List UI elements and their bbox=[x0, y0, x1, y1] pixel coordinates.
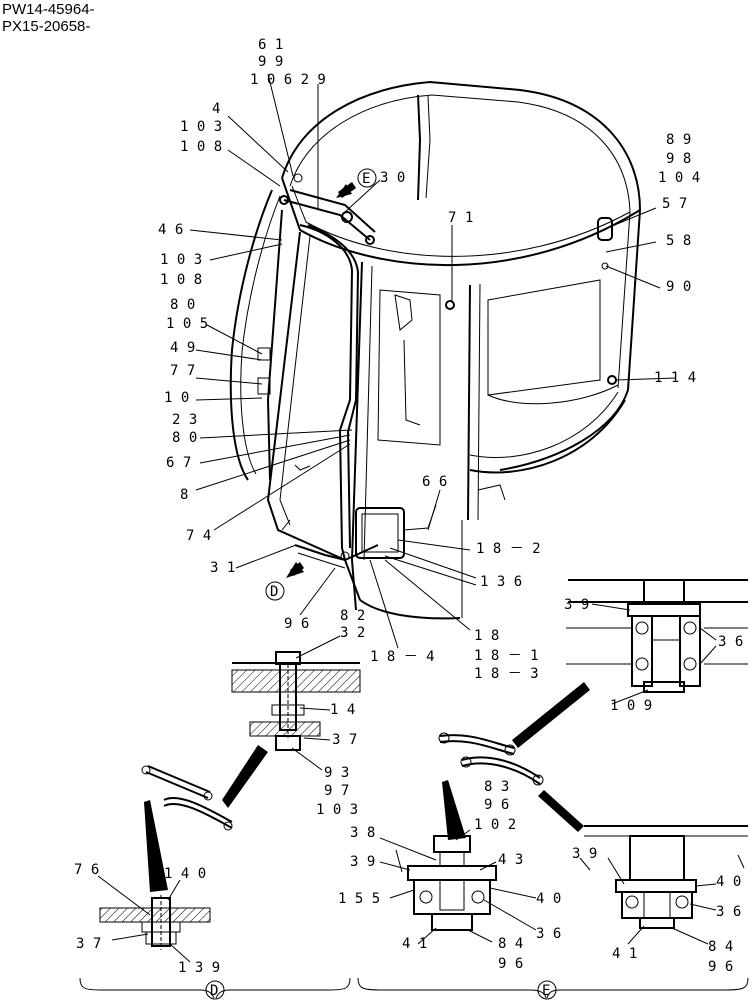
pointer-e3 bbox=[442, 780, 466, 840]
pointer-e1 bbox=[512, 682, 590, 748]
label-108-b: 1 0 8 bbox=[160, 272, 202, 288]
wiring-harness bbox=[257, 173, 617, 569]
label-4: 4 bbox=[212, 101, 220, 117]
detail-d-bushing bbox=[97, 875, 211, 963]
label-102: 1 0 2 bbox=[474, 817, 516, 833]
label-74: 7 4 bbox=[186, 528, 211, 544]
label-18-3: 1 8 － 3 bbox=[474, 666, 539, 682]
detail-e-arms bbox=[438, 732, 544, 786]
label-108: 1 0 8 bbox=[180, 139, 222, 155]
serial-range-2: PX15-20658- bbox=[2, 18, 91, 35]
label-155: 1 5 5 bbox=[338, 891, 380, 907]
label-105: 1 0 5 bbox=[166, 316, 208, 332]
label-96: 3 2 bbox=[340, 625, 365, 641]
detail-e-section-b bbox=[566, 579, 748, 705]
label-18-2: 1 8 － 2 bbox=[476, 541, 541, 557]
label-82: 8 2 bbox=[340, 608, 365, 624]
label-96-c: 9 6 bbox=[498, 956, 523, 972]
view-callout-d: D bbox=[210, 983, 218, 999]
detail-d-stays bbox=[141, 765, 233, 831]
label-80-b: 8 0 bbox=[172, 430, 197, 446]
label-18-1: 1 8 － 1 bbox=[474, 648, 539, 664]
part-labels: 6 1 9 9 1 0 6 2 9 4 1 0 3 1 0 8 3 0 4 6 … bbox=[74, 37, 743, 976]
label-39-b: 3 9 bbox=[350, 854, 375, 870]
serial-range-1: PW14-45964- bbox=[2, 1, 95, 18]
label-14: 1 4 bbox=[330, 702, 355, 718]
label-84-b: 8 4 bbox=[708, 939, 733, 955]
pointer-d bbox=[222, 745, 268, 808]
label-8: 8 bbox=[180, 487, 188, 503]
label-58: 5 8 bbox=[666, 233, 691, 249]
label-93: 9 3 bbox=[324, 765, 349, 781]
label-98: 9 8 bbox=[666, 151, 691, 167]
label-57: 5 7 bbox=[662, 196, 687, 212]
label-97: 9 7 bbox=[324, 783, 349, 799]
label-104: 1 0 4 bbox=[658, 170, 700, 186]
label-103-c: 1 0 3 bbox=[316, 802, 358, 818]
view-callout-e-top: E bbox=[362, 171, 370, 187]
pointer-e2 bbox=[538, 790, 584, 832]
label-41-a: 4 1 bbox=[402, 936, 427, 952]
label-38: 3 8 bbox=[350, 825, 375, 841]
label-84-a: 8 4 bbox=[498, 936, 523, 952]
label-136: 1 3 6 bbox=[480, 574, 522, 590]
label-46: 4 6 bbox=[158, 222, 183, 238]
label-40-b: 4 0 bbox=[716, 874, 741, 890]
view-brace-d: D bbox=[79, 977, 351, 1000]
label-18-4: 1 8 － 4 bbox=[370, 649, 435, 665]
label-37-b: 3 7 bbox=[76, 936, 101, 952]
leader-lines bbox=[189, 73, 677, 649]
label-80: 8 0 bbox=[170, 297, 195, 313]
label-43: 4 3 bbox=[498, 852, 523, 868]
label-39-c: 3 9 bbox=[572, 846, 597, 862]
detail-bushing-a bbox=[231, 635, 361, 771]
label-103: 1 0 3 bbox=[180, 119, 222, 135]
detail-e-section-a bbox=[379, 829, 537, 945]
cab-frame bbox=[229, 80, 641, 620]
label-103-b: 1 0 3 bbox=[160, 252, 202, 268]
label-114: 1 1 4 bbox=[654, 370, 696, 386]
label-32: 9 6 bbox=[284, 616, 309, 632]
label-39-a: 3 9 bbox=[564, 597, 589, 613]
label-37-a: 3 7 bbox=[332, 732, 357, 748]
label-89: 8 9 bbox=[666, 132, 691, 148]
label-96-d: 9 6 bbox=[708, 959, 733, 975]
label-109: 1 0 9 bbox=[610, 698, 652, 714]
label-10: 1 0 bbox=[164, 390, 189, 406]
label-90: 9 0 bbox=[666, 279, 691, 295]
label-83: 8 3 bbox=[484, 779, 509, 795]
label-36-b: 3 6 bbox=[536, 926, 561, 942]
view-brace-e: E bbox=[357, 977, 749, 1000]
label-99: 9 9 bbox=[258, 54, 283, 70]
label-30: 3 0 bbox=[380, 170, 405, 186]
label-31: 3 1 bbox=[210, 560, 235, 576]
label-140: 1 4 0 bbox=[164, 866, 206, 882]
pointer-d2 bbox=[144, 800, 168, 892]
detail-e-section-c bbox=[579, 825, 748, 945]
label-23: 2 3 bbox=[172, 412, 197, 428]
label-96-b: 9 6 bbox=[484, 797, 509, 813]
view-callout-d-top: D bbox=[270, 584, 278, 600]
label-66: 6 6 bbox=[422, 474, 447, 490]
label-77: 7 7 bbox=[170, 363, 195, 379]
label-10629: 1 0 6 2 9 bbox=[250, 72, 326, 88]
label-76: 7 6 bbox=[74, 862, 99, 878]
label-36-c: 3 6 bbox=[716, 904, 741, 920]
label-61: 6 1 bbox=[258, 37, 283, 53]
label-18: 1 8 bbox=[474, 628, 499, 644]
label-36-a: 3 6 bbox=[718, 634, 743, 650]
label-41-b: 4 1 bbox=[612, 946, 637, 962]
view-arrow-d: D bbox=[265, 562, 304, 601]
label-71: 7 1 bbox=[448, 210, 473, 226]
label-49: 4 9 bbox=[170, 340, 195, 356]
view-arrow-e: E bbox=[336, 168, 377, 198]
label-139: 1 3 9 bbox=[178, 960, 220, 976]
view-callout-e: E bbox=[542, 983, 550, 999]
label-40-a: 4 0 bbox=[536, 891, 561, 907]
label-67: 6 7 bbox=[166, 455, 191, 471]
